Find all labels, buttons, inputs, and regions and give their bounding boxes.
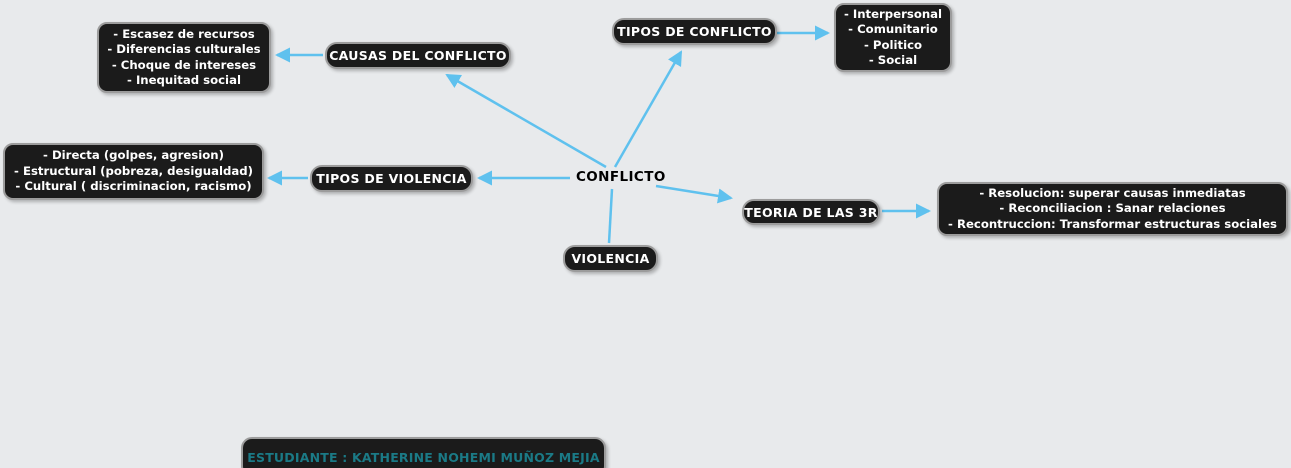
arrow-center-to-causes-title[interactable] — [445, 73, 607, 169]
list-item-text: - Estructural (pobreza, desigualdad) — [14, 163, 253, 178]
list-item-text: - Comunitario — [848, 22, 938, 36]
line-center-to-violencia[interactable] — [607, 188, 614, 244]
node-title-text: TEORIA DE LAS 3R — [744, 204, 878, 220]
node-title-text: VIOLENCIA — [571, 251, 650, 266]
node-violencia[interactable]: VIOLENCIA — [563, 245, 658, 272]
node-title-text: TIPOS DE VIOLENCIA — [316, 171, 467, 186]
conflicto-center-label[interactable]: CONFLICTO — [576, 169, 666, 185]
node-student-credit[interactable]: ESTUDIANTE : KATHERINE NOHEMI MUÑOZ MEJI… — [241, 437, 606, 468]
list-item-text: - Interpersonal — [843, 6, 943, 21]
node-theory-3r-title[interactable]: TEORIA DE LAS 3R — [742, 199, 880, 225]
node-title-text: CAUSAS DEL CONFLICTO — [329, 48, 507, 63]
list-item-text: - Escasez de recursos — [113, 26, 255, 41]
list-item-text: - Cultural ( discriminacion, racismo) — [15, 179, 252, 194]
list-item-text: - Social — [868, 53, 918, 67]
node-violence-types-list[interactable]: - Directa (golpes, agresion) - Estructur… — [3, 143, 264, 200]
node-conflict-types-list[interactable]: - Interpersonal - Comunitario - Politico… — [834, 3, 952, 72]
node-title-text: TIPOS DE CONFLICTO — [617, 24, 772, 39]
node-theory-3r-list[interactable]: - Resolucion: superar causas inmediatas … — [937, 182, 1288, 236]
list-item-text: - Reconciliacion : Sanar relaciones — [999, 201, 1226, 216]
node-causes-title[interactable]: CAUSAS DEL CONFLICTO — [325, 42, 511, 69]
list-item-text: - Inequitad social — [127, 73, 241, 87]
arrow-center-to-theory-title[interactable] — [655, 184, 733, 204]
arrow-center-to-conflict-types-title[interactable] — [613, 50, 683, 168]
list-item-text: - Politico — [863, 37, 923, 52]
list-item-text: - Directa (golpes, agresion) — [43, 148, 224, 163]
list-item-text: - Resolucion: superar causas inmediatas — [979, 185, 1246, 200]
node-causes-list[interactable]: - Escasez de recursos - Diferencias cult… — [97, 22, 271, 93]
node-violence-types-title[interactable]: TIPOS DE VIOLENCIA — [310, 165, 473, 192]
list-item-text: - Recontruccion: Transformar estructuras… — [948, 216, 1277, 231]
list-item-text: - Diferencias culturales — [107, 42, 261, 56]
student-credit-text: ESTUDIANTE : KATHERINE NOHEMI MUÑOZ MEJI… — [247, 449, 600, 465]
list-item-text: - Choque de intereses — [111, 57, 257, 72]
node-conflict-types-title[interactable]: TIPOS DE CONFLICTO — [612, 18, 777, 45]
